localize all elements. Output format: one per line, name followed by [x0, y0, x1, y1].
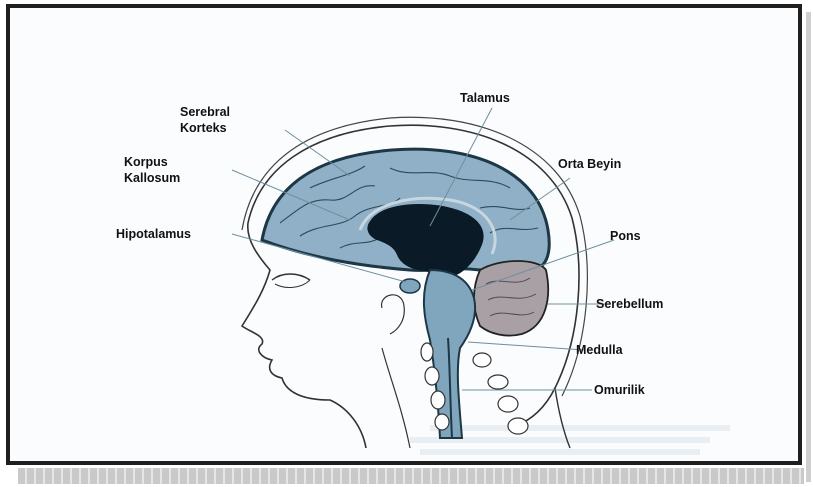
label-korpus-kallosum: Korpus Kallosum: [124, 154, 180, 186]
diagram-frame: Serebral Korteks Korpus Kallosum Hipotal…: [6, 4, 802, 465]
label-serebellum: Serebellum: [596, 296, 663, 312]
label-omurilik: Omurilik: [594, 382, 645, 398]
neck-front: [382, 348, 410, 448]
eyelid: [275, 280, 310, 287]
label-serebral-korteks: Serebral Korteks: [180, 104, 230, 136]
label-talamus: Talamus: [460, 90, 510, 106]
cerebellum-shape: [474, 261, 548, 336]
frame-shadow-side: [806, 12, 811, 482]
label-pons: Pons: [610, 228, 641, 244]
eye: [272, 274, 310, 280]
label-korteks-line2: Korteks: [180, 120, 230, 136]
label-hipotalamus: Hipotalamus: [116, 226, 191, 242]
label-medulla: Medulla: [576, 342, 623, 358]
ear: [382, 295, 405, 334]
label-orta-beyin: Orta Beyin: [558, 156, 621, 172]
label-korpus-line1: Korpus: [124, 154, 180, 170]
label-kallosum-line2: Kallosum: [124, 170, 180, 186]
frame-shadow-bottom: [18, 468, 804, 484]
label-serebral-line1: Serebral: [180, 104, 230, 120]
